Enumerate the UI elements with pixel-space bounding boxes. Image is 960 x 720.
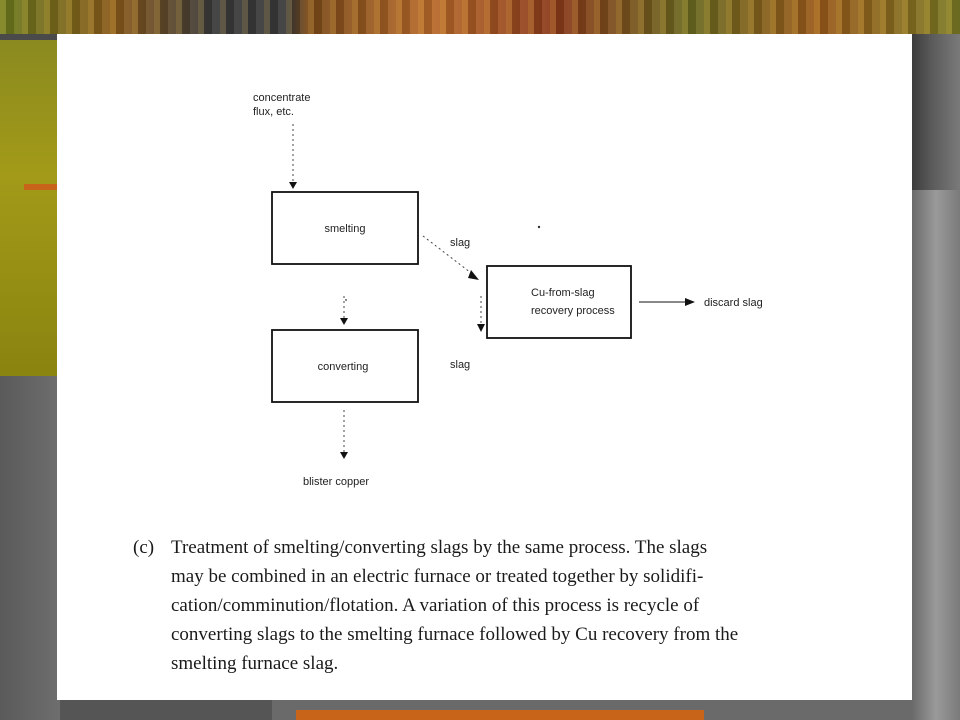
scan-speck bbox=[345, 299, 347, 301]
caption-line: converting slags to the smelting furnace… bbox=[171, 624, 739, 645]
smelting-slag-arrowhead bbox=[468, 270, 479, 280]
caption-body: Treatment of smelting/converting slags b… bbox=[171, 533, 871, 678]
smelting-box-label: smelting bbox=[325, 223, 366, 235]
scan-speck bbox=[537, 225, 541, 229]
caption-line: cation/comminution/flotation. A variatio… bbox=[171, 595, 700, 616]
smelting-slag-arrow bbox=[422, 235, 476, 277]
template-top-band bbox=[0, 0, 960, 34]
caption-line: may be combined in an electric furnace o… bbox=[171, 566, 704, 587]
template-olive-block bbox=[0, 40, 60, 376]
template-top-texture bbox=[0, 0, 960, 34]
template-grey-block bbox=[0, 376, 60, 720]
converting-to-copper-arrowhead bbox=[340, 452, 348, 459]
process-flow-diagram: concentrate flux, etc. smelting converti… bbox=[253, 92, 763, 488]
template-orange-accent bbox=[24, 184, 60, 190]
discard-arrowhead bbox=[685, 298, 695, 306]
template-bottom-strip-left bbox=[60, 700, 272, 720]
converting-box bbox=[271, 329, 419, 403]
converting-slag-label: slag bbox=[450, 359, 470, 371]
input-arrowhead bbox=[289, 182, 297, 189]
converting-slag-arrowhead bbox=[477, 324, 485, 332]
converting-box-label: converting bbox=[318, 361, 369, 373]
smelting-to-converting-arrowhead bbox=[340, 318, 348, 325]
caption-tag: (c) bbox=[133, 537, 155, 558]
recovery-box bbox=[486, 265, 632, 339]
smelting-slag-label: slag bbox=[450, 237, 470, 249]
input-label-concentrate: concentrate bbox=[253, 92, 310, 104]
template-right-panel-lower bbox=[912, 190, 960, 720]
caption-line: Treatment of smelting/converting slags b… bbox=[171, 537, 708, 558]
input-label-flux: flux, etc. bbox=[253, 106, 294, 118]
template-bottom-orange-bar bbox=[296, 710, 704, 720]
recovery-box-label-line1: Cu-from-slag bbox=[531, 287, 595, 299]
slide-content-card: concentrate flux, etc. smelting converti… bbox=[57, 34, 912, 700]
discard-label: discard slag bbox=[704, 297, 763, 309]
smelting-box bbox=[271, 191, 419, 265]
caption-line: smelting furnace slag. bbox=[171, 653, 339, 674]
recovery-box-label-line2: recovery process bbox=[531, 305, 615, 317]
product-label: blister copper bbox=[303, 476, 369, 488]
